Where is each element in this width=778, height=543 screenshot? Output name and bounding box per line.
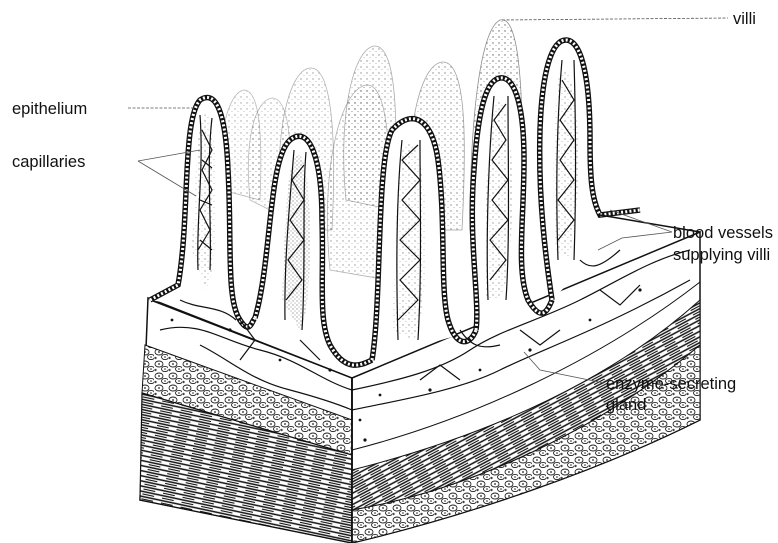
label-enzyme-secreting: enzyme-secreting bbox=[606, 375, 736, 393]
label-epithelium: epithelium bbox=[12, 100, 87, 118]
villi-leader bbox=[502, 18, 728, 20]
label-villi: villi bbox=[733, 10, 756, 28]
label-blood-vessels-line2: supplying villi bbox=[673, 246, 770, 264]
label-blood-vessels-line1: blood vessels bbox=[673, 224, 773, 242]
label-gland: gland bbox=[606, 396, 646, 414]
label-capillaries: capillaries bbox=[12, 153, 85, 171]
